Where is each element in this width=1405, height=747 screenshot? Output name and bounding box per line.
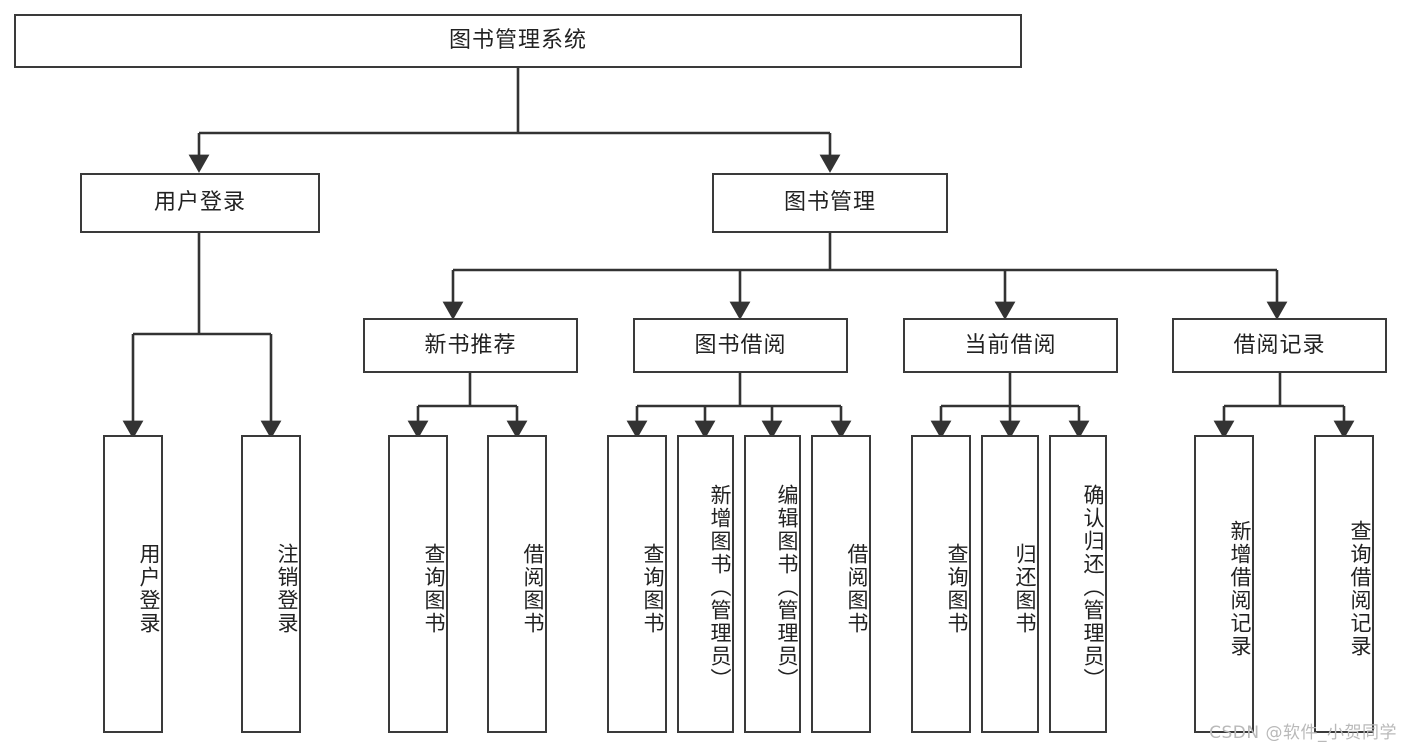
leaf-book-borrow-query-book[interactable]: 查询图书 (607, 435, 667, 733)
leaf-new-book-query-book[interactable]: 查询图书 (388, 435, 448, 733)
node-root-book-management-system[interactable]: 图书管理系统 (14, 14, 1022, 68)
node-label: 图书管理 (783, 190, 876, 216)
node-label: 查询图书 (945, 543, 969, 635)
node-label: 注销登录 (275, 543, 299, 635)
leaf-book-borrow-add-book-admin[interactable]: 新增图书（管理员） (677, 435, 734, 733)
node-label: 查询图书 (641, 543, 665, 635)
node-label: 借阅记录 (1233, 332, 1326, 358)
node-label: 查询借阅记录 (1348, 520, 1372, 658)
leaf-user-login-logout[interactable]: 注销登录 (241, 435, 301, 733)
node-label: 借阅图书 (521, 543, 545, 635)
node-label: 编辑图书（管理员） (775, 483, 799, 691)
leaf-new-book-borrow-book[interactable]: 借阅图书 (487, 435, 547, 733)
node-user-login[interactable]: 用户登录 (80, 173, 320, 233)
node-label: 借阅图书 (845, 543, 869, 635)
node-label: 图书借阅 (694, 332, 787, 358)
node-new-book-recommend[interactable]: 新书推荐 (363, 318, 578, 373)
node-label: 图书管理系统 (448, 28, 587, 54)
node-label: 查询图书 (422, 543, 446, 635)
node-label: 新增借阅记录 (1228, 520, 1252, 658)
node-current-borrow[interactable]: 当前借阅 (903, 318, 1118, 373)
leaf-book-borrow-borrow-book[interactable]: 借阅图书 (811, 435, 871, 733)
leaf-current-borrow-return-book[interactable]: 归还图书 (981, 435, 1039, 733)
leaf-current-borrow-confirm-return-admin[interactable]: 确认归还（管理员） (1049, 435, 1107, 733)
node-label: 新增图书（管理员） (708, 483, 732, 691)
node-book-management[interactable]: 图书管理 (712, 173, 948, 233)
node-label: 新书推荐 (424, 332, 517, 358)
node-label: 确认归还（管理员） (1081, 483, 1105, 691)
node-book-borrow[interactable]: 图书借阅 (633, 318, 848, 373)
leaf-borrow-record-add-record[interactable]: 新增借阅记录 (1194, 435, 1254, 733)
leaf-user-login-do-login[interactable]: 用户登录 (103, 435, 163, 733)
node-borrow-record[interactable]: 借阅记录 (1172, 318, 1387, 373)
node-label: 用户登录 (137, 543, 161, 635)
node-label: 用户登录 (153, 190, 246, 216)
leaf-current-borrow-query-book[interactable]: 查询图书 (911, 435, 971, 733)
watermark-text: CSDN @软件_小贺同学 (1209, 723, 1397, 743)
node-label: 当前借阅 (964, 332, 1057, 358)
leaf-book-borrow-edit-book-admin[interactable]: 编辑图书（管理员） (744, 435, 801, 733)
node-label: 归还图书 (1013, 543, 1037, 635)
leaf-borrow-record-query-record[interactable]: 查询借阅记录 (1314, 435, 1374, 733)
